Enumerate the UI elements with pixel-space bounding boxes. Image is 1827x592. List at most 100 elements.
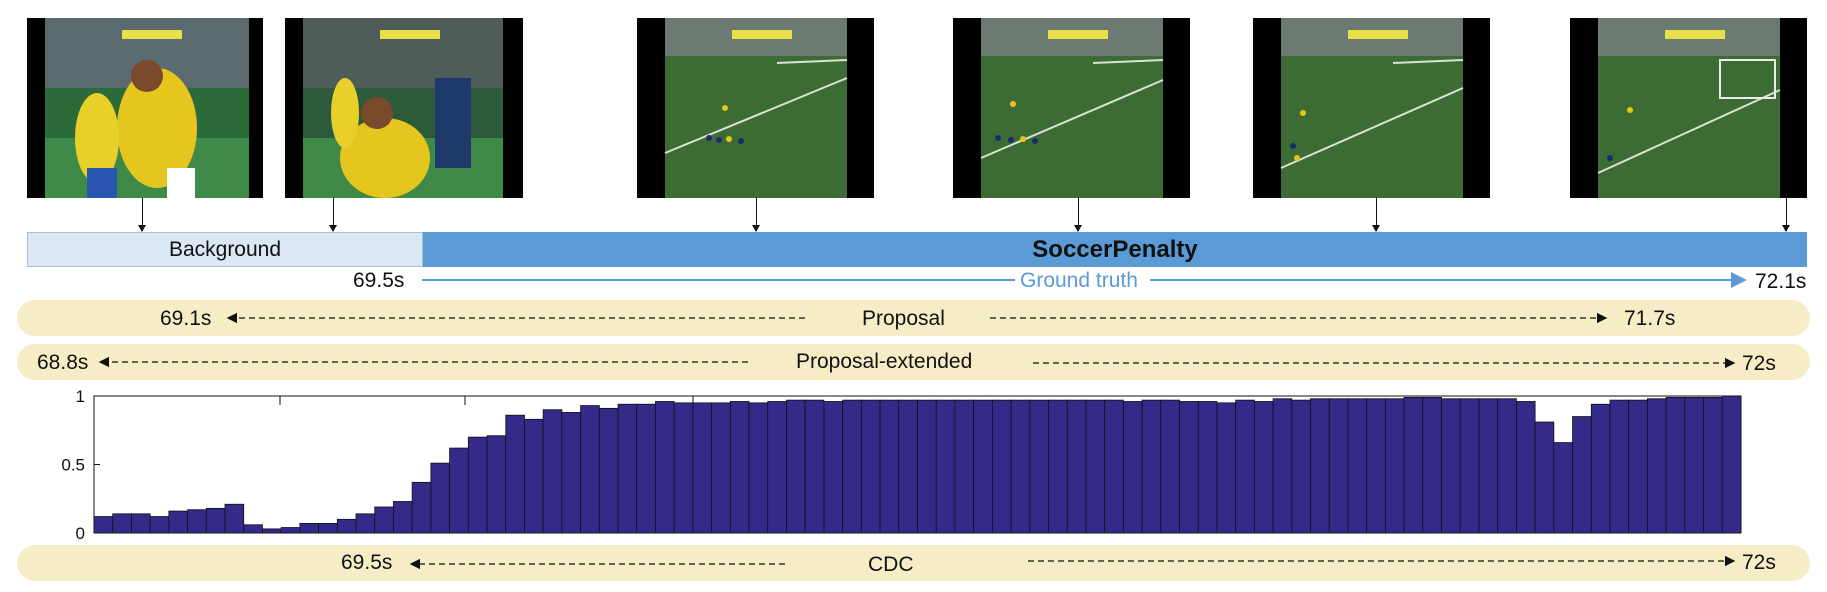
score-bar <box>374 506 394 534</box>
score-bar <box>1721 395 1742 534</box>
score-bar <box>673 402 694 534</box>
score-bar <box>393 501 413 534</box>
score-bar <box>1553 442 1573 534</box>
score-bar <box>655 401 675 534</box>
score-bar <box>112 513 132 534</box>
score-bar <box>636 403 656 534</box>
gt-start-label: 69.5s <box>353 269 405 292</box>
score-bar <box>973 399 993 534</box>
score-bar <box>1085 399 1106 534</box>
score-bar <box>93 516 114 534</box>
score-bar <box>786 399 806 534</box>
proposal-ext-end-label: 72s <box>1742 352 1776 375</box>
score-bar <box>449 447 469 534</box>
score-bar <box>1179 401 1199 534</box>
score-bar <box>954 399 975 534</box>
video-frame-1 <box>27 18 263 198</box>
class-label: SoccerPenalty <box>1032 235 1198 263</box>
score-bar <box>991 399 1012 534</box>
score-bar <box>767 401 787 534</box>
score-bar <box>1366 398 1386 534</box>
score-bar <box>1104 399 1124 534</box>
score-bar <box>804 399 825 534</box>
score-bar <box>1665 396 1686 534</box>
score-bar <box>823 401 844 534</box>
score-bar <box>524 418 544 534</box>
proposal-label: Proposal <box>862 307 945 330</box>
y-tick-label: 1 <box>76 387 85 406</box>
score-bar <box>1010 399 1031 534</box>
score-bar <box>1572 416 1592 534</box>
score-bar <box>1703 396 1723 534</box>
score-bar <box>598 407 619 534</box>
proposal-start-label: 69.1s <box>160 307 212 330</box>
score-bar <box>1029 399 1049 534</box>
proposal-end-label: 71.7s <box>1624 307 1676 330</box>
score-bar <box>1122 401 1143 534</box>
video-frame-6 <box>1570 18 1807 198</box>
score-bar <box>692 402 713 534</box>
frame-2-pointer <box>329 198 337 232</box>
score-bar <box>1684 396 1704 534</box>
score-bar <box>187 509 207 534</box>
score-bar <box>1328 398 1349 534</box>
score-bar <box>280 527 301 534</box>
class-segment: SoccerPenalty <box>423 232 1807 267</box>
score-bar <box>299 523 320 534</box>
proposal-ext-start-label: 68.8s <box>37 351 89 374</box>
score-bar <box>842 399 862 534</box>
score-bar <box>580 405 600 534</box>
score-bar <box>168 510 188 534</box>
gt-end-label: 72.1s <box>1755 270 1807 293</box>
score-bar <box>748 402 769 534</box>
score-bar <box>411 481 432 534</box>
score-bar <box>505 414 525 534</box>
score-bar <box>711 402 731 534</box>
score-bar <box>467 436 488 534</box>
score-bar <box>617 403 638 534</box>
score-bar <box>205 507 226 534</box>
score-bar <box>1347 398 1368 534</box>
score-bar <box>917 399 937 534</box>
score-bar <box>131 513 151 534</box>
score-bar <box>318 523 338 534</box>
score-bar <box>1497 398 1517 534</box>
score-bar <box>1048 399 1068 534</box>
background-label: Background <box>168 237 282 261</box>
score-bar <box>1197 401 1218 534</box>
score-bar <box>860 399 881 534</box>
video-frame-2 <box>285 18 523 198</box>
score-bar <box>336 518 357 534</box>
score-bar <box>1609 399 1630 534</box>
score-bar <box>1516 401 1536 534</box>
score-bar <box>1403 396 1424 534</box>
frame-1-pointer <box>138 198 146 232</box>
score-bar <box>1160 399 1180 534</box>
score-bar <box>1590 403 1611 534</box>
gt-label: Ground truth <box>1019 269 1139 293</box>
score-bar <box>1441 398 1461 534</box>
score-bar <box>542 409 563 534</box>
score-bar <box>1141 399 1162 534</box>
score-bar <box>1253 401 1274 534</box>
video-frame-5 <box>1253 18 1490 198</box>
score-bar <box>262 528 282 534</box>
y-tick-label: 0.5 <box>61 456 85 475</box>
score-bar <box>149 516 170 534</box>
cdc-pill <box>17 545 1810 581</box>
frame-4-pointer <box>1074 198 1082 232</box>
score-bar <box>1422 396 1442 534</box>
score-bar <box>430 462 451 534</box>
score-bar <box>1291 399 1311 534</box>
score-bar <box>486 435 507 534</box>
score-bar <box>1216 402 1237 534</box>
y-tick-label: 0 <box>76 524 85 543</box>
score-bar <box>1310 398 1330 534</box>
cdc-start-label: 69.5s <box>341 551 393 574</box>
score-bar <box>898 399 918 534</box>
score-bar <box>1235 399 1255 534</box>
score-bar <box>1478 398 1499 534</box>
score-bar <box>1628 399 1648 534</box>
score-bar <box>1534 421 1555 534</box>
